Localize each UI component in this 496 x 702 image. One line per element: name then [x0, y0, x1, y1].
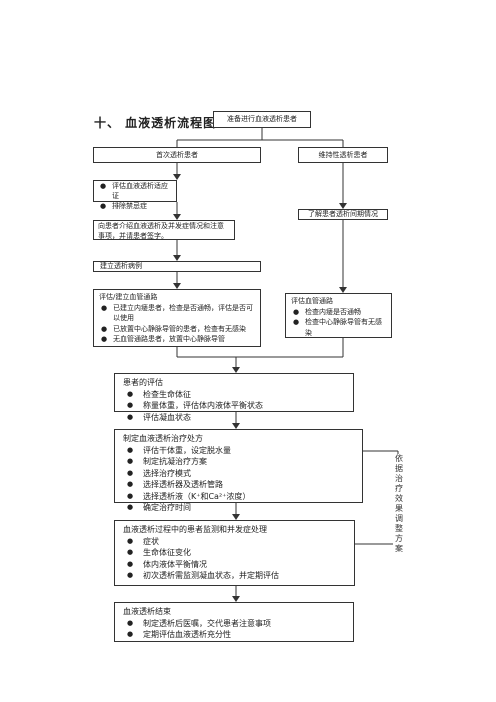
- first-dialysis-box: 首次透析患者: [93, 147, 261, 163]
- monitor-list: 症状 生命体征变化 体内液体平衡情况 初次透析需监测凝血状态，并定期评估: [123, 536, 346, 582]
- monitor-item-4: 初次透析需监测凝血状态，并定期评估: [123, 570, 346, 582]
- maint-access-item-1: 检查内瘘是否通畅: [291, 307, 386, 318]
- plan-item-1: 评估干体重，设定脱水量: [123, 445, 354, 457]
- inform-text: 向患者介绍血液透析及并发症情况和注意事项，并请患者签字。: [98, 222, 224, 240]
- assess-item-2: 排除禁忌症: [98, 201, 172, 211]
- start-text: 准备进行血液透析患者: [227, 115, 297, 123]
- plan-item-5: 选择透析液（K⁺和Ca²⁺浓度）: [123, 491, 354, 503]
- access-title: 评估/建立血管通路: [99, 293, 158, 301]
- patient-eval-list: 检查生命体征 称量体重，评估体内液体平衡状态 评估凝血状态: [123, 389, 345, 424]
- start-box: 准备进行血液透析患者: [213, 111, 311, 128]
- end-item-1: 制定透析后医嘱，交代患者注意事项: [123, 618, 345, 630]
- record-text: 建立透析病例: [100, 262, 142, 270]
- patient-eval-box: 患者的评估 检查生命体征 称量体重，评估体内液体平衡状态 评估凝血状态: [114, 373, 354, 423]
- end-item-2: 定期评估血液透析充分性: [123, 629, 345, 641]
- maint-access-list: 检查内瘘是否通畅 检查中心静脉导管有无感染: [291, 307, 386, 339]
- access-item-1: 已建立内瘘患者，检查是否通畅，评估是否可以使用: [99, 303, 255, 324]
- plan-list: 评估干体重，设定脱水量 制定抗凝治疗方案 选择治疗模式 选择透析器及透析管路 选…: [123, 445, 354, 514]
- access-item-3: 无血管通路患者，放置中心静脉导管: [99, 334, 255, 345]
- plan-title: 制定血液透析治疗处方: [123, 434, 203, 443]
- end-list: 制定透析后医嘱，交代患者注意事项 定期评估血液透析充分性: [123, 618, 345, 641]
- page-title: 十、 血液透析流程图: [94, 116, 217, 130]
- assess-list: 评估血液透析适应证 排除禁忌症: [98, 181, 172, 211]
- patient-eval-item-2: 称量体重，评估体内液体平衡状态: [123, 400, 345, 412]
- plan-item-4: 选择透析器及透析管路: [123, 479, 354, 491]
- inform-box: 向患者介绍血液透析及并发症情况和注意事项，并请患者签字。: [93, 220, 235, 240]
- end-title: 血液透析结束: [123, 607, 171, 616]
- understand-text: 了解患者透析间期情况: [308, 210, 378, 218]
- monitor-item-1: 症状: [123, 536, 346, 548]
- access-item-2: 已放置中心静脉导管的患者，检查有无感染: [99, 324, 255, 335]
- feedback-note: 依据治疗效果调整方案: [393, 454, 405, 554]
- understand-box: 了解患者透析间期情况: [298, 209, 388, 220]
- maint-access-box: 评估血管通路 检查内瘘是否通畅 检查中心静脉导管有无感染: [285, 293, 392, 338]
- monitor-box: 血液透析过程中的患者监测和并发症处理 症状 生命体征变化 体内液体平衡情况 初次…: [114, 520, 355, 586]
- assess-item-1: 评估血液透析适应证: [98, 181, 172, 201]
- monitor-item-2: 生命体征变化: [123, 547, 346, 559]
- maintenance-dialysis-text: 维持性透析患者: [318, 151, 368, 159]
- maint-access-item-2: 检查中心静脉导管有无感染: [291, 317, 386, 338]
- end-box: 血液透析结束 制定透析后医嘱，交代患者注意事项 定期评估血液透析充分性: [114, 602, 354, 642]
- first-dialysis-text: 首次透析患者: [156, 151, 198, 159]
- plan-item-2: 制定抗凝治疗方案: [123, 456, 354, 468]
- plan-box: 制定血液透析治疗处方 评估干体重，设定脱水量 制定抗凝治疗方案 选择治疗模式 选…: [114, 429, 363, 513]
- maintenance-dialysis-box: 维持性透析患者: [298, 147, 388, 163]
- monitor-title: 血液透析过程中的患者监测和并发症处理: [123, 525, 267, 534]
- maint-access-title: 评估血管通路: [291, 297, 333, 305]
- monitor-item-3: 体内液体平衡情况: [123, 559, 346, 571]
- access-list: 已建立内瘘患者，检查是否通畅，评估是否可以使用 已放置中心静脉导管的患者，检查有…: [99, 303, 255, 345]
- patient-eval-item-1: 检查生命体征: [123, 389, 345, 401]
- plan-item-6: 确定治疗时间: [123, 502, 354, 514]
- patient-eval-item-3: 评估凝血状态: [123, 412, 345, 424]
- patient-eval-title: 患者的评估: [123, 378, 163, 387]
- assess-box: 评估血液透析适应证 排除禁忌症: [93, 180, 177, 211]
- access-box: 评估/建立血管通路 已建立内瘘患者，检查是否通畅，评估是否可以使用 已放置中心静…: [93, 289, 261, 347]
- record-box: 建立透析病例: [93, 261, 261, 272]
- plan-item-3: 选择治疗模式: [123, 468, 354, 480]
